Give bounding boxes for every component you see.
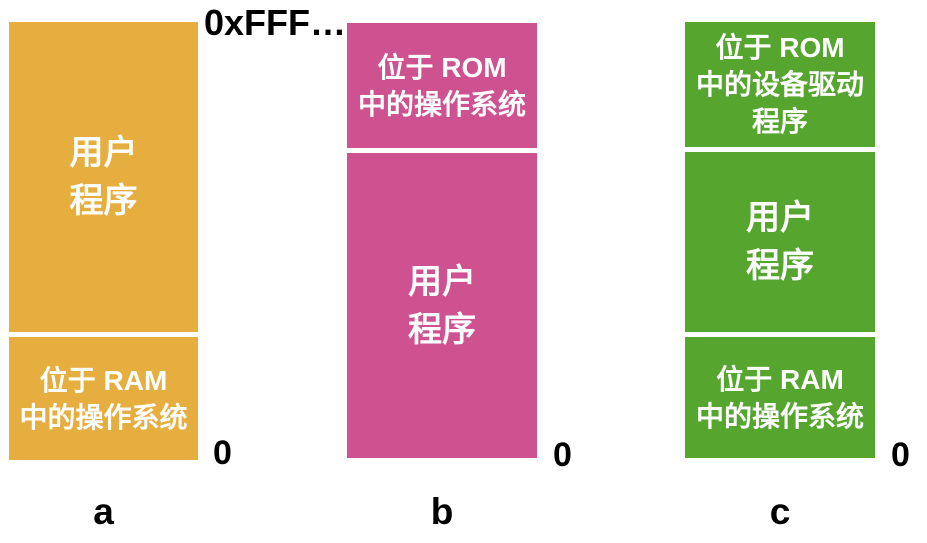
caption-b: b [430,491,454,532]
caption-a: a [93,491,114,532]
section-user-program: 用户 程序 [347,153,537,458]
section-device-drivers-in-rom: 位于 ROM 中的设备驱动 程序 [685,22,875,147]
section-label-line: 位于 ROM [715,32,845,63]
section-label-line: 位于 RAM [39,364,168,396]
memory-column-a: 用户 程序 位于 RAM 中的操作系统 [9,22,198,460]
caption-c: c [769,491,791,532]
section-label-line: 程序 [69,182,138,220]
address-label-zero-a: 0 [213,434,232,472]
memory-column-b: 位于 ROM 中的操作系统 用户 程序 [347,23,537,458]
section-label-line: 用户 [69,134,138,172]
section-label-line: 中的操作系统 [19,401,188,433]
section-label-line: 位于 RAM [716,363,844,395]
section-label-line: 用户 [408,262,476,301]
section-os-in-ram: 位于 RAM 中的操作系统 [685,337,875,458]
memory-column-c: 位于 ROM 中的设备驱动 程序 用户 程序 位于 RAM 中的操作系统 [685,22,875,458]
section-label-line: 位于 ROM [377,51,507,83]
address-label-zero-b: 0 [553,436,572,474]
section-os-in-rom: 位于 ROM 中的操作系统 [347,23,537,148]
address-label-zero-c: 0 [891,436,910,474]
section-os-in-ram: 位于 RAM 中的操作系统 [9,337,198,460]
section-label-line: 中的操作系统 [357,88,526,120]
section-label-line: 程序 [408,310,476,349]
section-user-program: 用户 程序 [9,22,198,332]
address-label-0xfff: 0xFFF… [204,2,347,43]
section-label-line: 用户 [746,199,814,237]
section-label-line: 程序 [746,247,814,285]
section-label-line: 中的操作系统 [695,400,864,432]
section-label-line: 中的设备驱动 [695,69,864,100]
section-user-program: 用户 程序 [685,152,875,332]
section-label-line: 程序 [751,106,808,137]
